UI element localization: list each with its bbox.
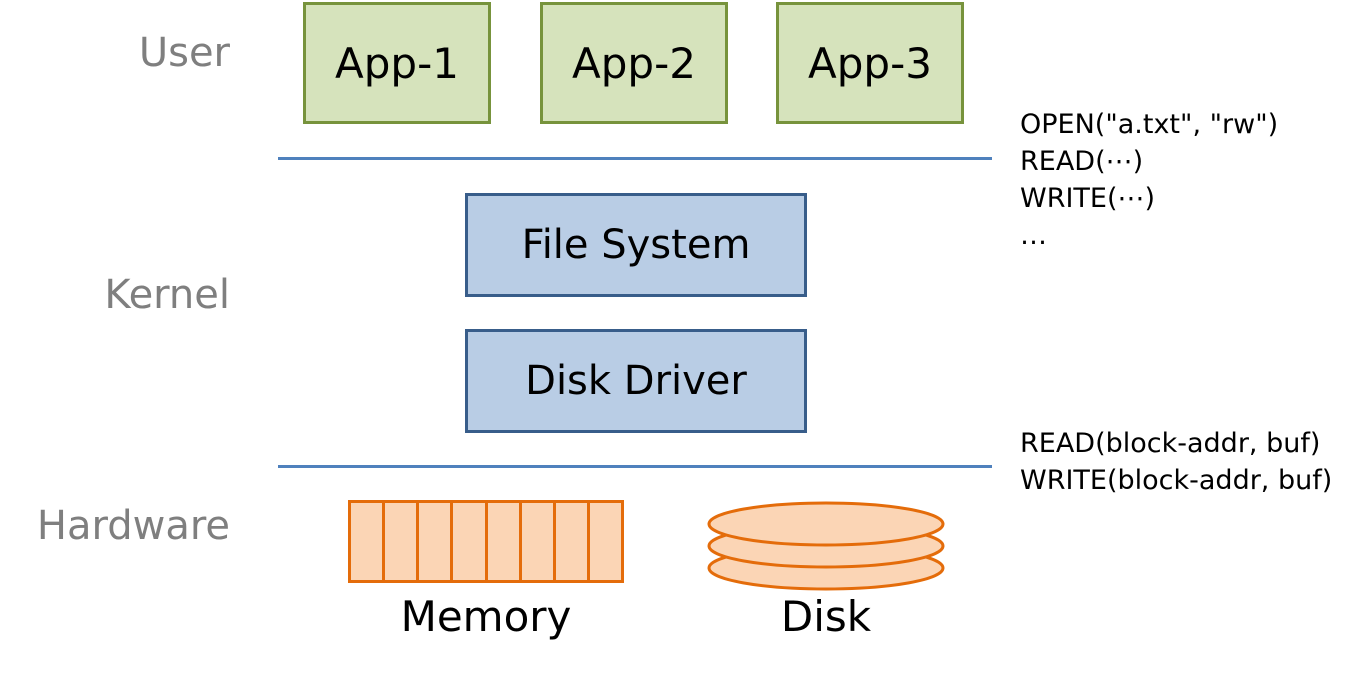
driver-call-list: READ(block-addr, buf) WRITE(block-addr, … [1020,425,1332,499]
syscall-write: WRITE(⋯) [1020,183,1156,214]
app-box-1: App-1 [303,2,491,124]
layer-label-user: User [138,30,230,76]
memory-cell [385,503,420,580]
layer-label-kernel: Kernel [104,272,230,318]
memory-block [348,500,624,583]
disk-icon [707,501,945,591]
memory-cell [453,503,488,580]
driver-call-read: READ(block-addr, buf) [1020,428,1321,459]
syscall-ellipsis: … [1020,220,1047,251]
layer-label-hardware: Hardware [36,503,230,549]
memory-cell [488,503,522,580]
user-kernel-divider [278,157,992,160]
syscall-list: OPEN("a.txt", "rw") READ(⋯) WRITE(⋯) … [1020,106,1278,254]
syscall-open: OPEN("a.txt", "rw") [1020,109,1279,140]
memory-cell [590,503,621,580]
memory-cell [419,503,454,580]
memory-label: Memory [400,592,572,641]
app-box-3: App-3 [776,2,964,124]
app-box-2: App-2 [540,2,728,124]
kernel-hardware-divider [278,465,992,468]
disk-label: Disk [780,592,872,641]
memory-cell [351,503,386,580]
memory-cell [556,503,590,580]
file-system-box: File System [465,193,807,297]
disk-driver-box: Disk Driver [465,329,807,433]
driver-call-write: WRITE(block-addr, buf) [1020,465,1333,496]
memory-cell [522,503,556,580]
syscall-read: READ(⋯) [1020,146,1144,177]
